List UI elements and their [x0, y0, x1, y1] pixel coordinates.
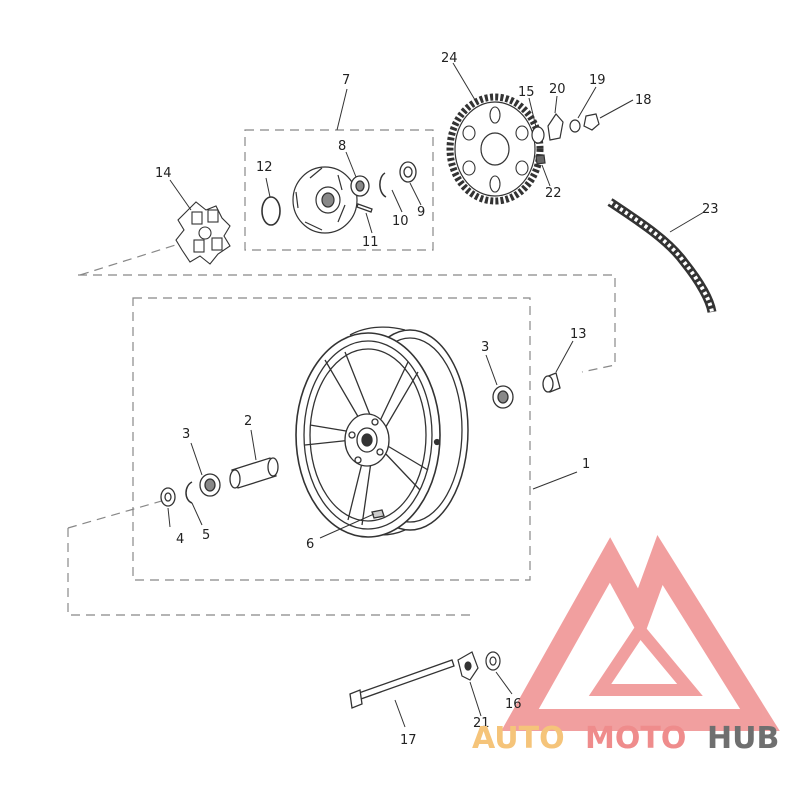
callout-10: 10: [392, 214, 409, 229]
callout-6: 6: [306, 537, 314, 552]
callout-24: 24: [441, 51, 458, 66]
circlip-10: [379, 172, 387, 198]
watermark-auto: AUTO: [472, 721, 565, 756]
circlip: [185, 481, 193, 504]
callout-20: 20: [549, 82, 566, 97]
hub-group-outline: [244, 129, 434, 251]
callout-14: 14: [155, 166, 172, 181]
wheel-group-outline: [132, 297, 531, 581]
callout-2: 2: [244, 414, 252, 429]
spacer-tube: [229, 457, 279, 489]
callout-18: 18: [635, 93, 652, 108]
connector-washer: [67, 499, 166, 529]
rear-axle: [349, 659, 455, 709]
bearing-8: [350, 175, 370, 197]
nut-18: [583, 113, 600, 131]
callout-21: 21: [473, 716, 490, 731]
callout-5: 5: [202, 528, 210, 543]
rear-sprocket: [446, 93, 544, 205]
callout-3-right: 3: [481, 340, 489, 355]
sprocket-carrier: [292, 166, 358, 234]
callout-7: 7: [342, 73, 350, 88]
watermark-text: AUTO MOTO HUB: [472, 721, 779, 756]
callout-8: 8: [338, 139, 346, 154]
watermark-moto: MOTO: [585, 721, 686, 756]
group-outlines: [67, 129, 616, 616]
callout-19: 19: [589, 73, 606, 88]
callout-16: 16: [505, 697, 522, 712]
drive-chain: [607, 198, 717, 313]
callout-3-left: 3: [182, 427, 190, 442]
dowel-11: [356, 203, 373, 213]
seal-9: [399, 161, 417, 183]
connector-left: [67, 528, 470, 616]
watermark-logo: [501, 535, 780, 731]
connector-damper: [79, 241, 186, 276]
seal-washer: [160, 487, 176, 507]
callout-1: 1: [582, 457, 590, 472]
spacer-15: [531, 126, 545, 144]
sprocket-fasteners: [531, 113, 600, 165]
bearing-left: [199, 473, 221, 497]
bearing-right: [492, 385, 514, 409]
spacer-bush: [542, 372, 561, 393]
callout-22: 22: [545, 186, 562, 201]
watermark-hub: HUB: [707, 721, 779, 756]
callout-17: 17: [400, 733, 417, 748]
stud-22: [535, 154, 546, 165]
plate-20: [547, 113, 564, 141]
leader-lines: [167, 62, 705, 728]
callout-9: 9: [417, 205, 425, 220]
callout-11: 11: [362, 235, 379, 250]
callout-13: 13: [570, 327, 587, 342]
rear-wheel: [295, 326, 469, 538]
callout-labels: 1 2 3 3 4 5 6 7 8 9 10 11 12 13 14 15 16…: [155, 51, 719, 748]
washer-19: [569, 119, 581, 133]
cush-drive-rubbers: [175, 201, 231, 265]
chain-adjuster: [457, 651, 479, 681]
callout-4: 4: [176, 532, 184, 547]
axle-nut: [485, 651, 501, 671]
callout-12: 12: [256, 160, 273, 175]
callout-23: 23: [702, 202, 719, 217]
o-ring-12: [261, 196, 281, 226]
callout-15: 15: [518, 85, 535, 100]
